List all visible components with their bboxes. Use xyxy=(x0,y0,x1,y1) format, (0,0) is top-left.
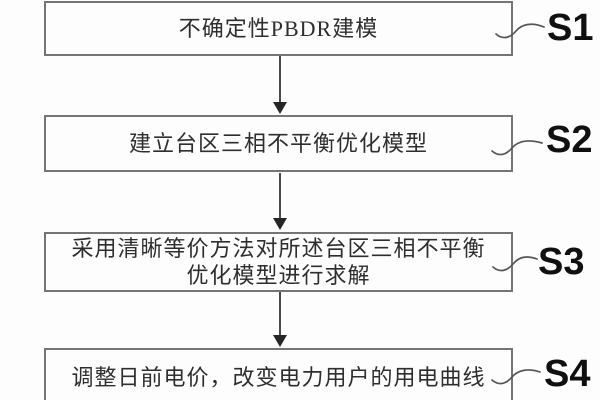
step-label-s4: S4 xyxy=(544,353,591,395)
arrow-step3-to-step4 xyxy=(272,292,288,347)
flowchart-box-step2: 建立台区三相不平衡优化模型 xyxy=(44,115,513,172)
arrow-head-icon xyxy=(273,218,287,230)
step-label-s3: S3 xyxy=(538,241,585,283)
arrow-step2-to-step3 xyxy=(272,173,288,230)
flowchart-box-step4: 调整日前电价，改变电力用户的用电曲线 xyxy=(44,348,513,400)
step-label-s1: S1 xyxy=(547,7,594,49)
arrow-shaft xyxy=(279,56,281,103)
flowchart-box-step3: 采用清晰等价方法对所述台区三相不平衡 优化模型进行求解 xyxy=(44,232,513,292)
step4-text: 调整日前电价，改变电力用户的用电曲线 xyxy=(71,364,486,390)
flowchart-box-step1: 不确定性PBDR建模 xyxy=(44,1,513,56)
step2-text: 建立台区三相不平衡优化模型 xyxy=(128,131,428,156)
arrow-head-icon xyxy=(273,335,287,347)
step3-text: 采用清晰等价方法对所述台区三相不平衡 优化模型进行求解 xyxy=(71,236,486,288)
step1-text: 不确定性PBDR建模 xyxy=(178,16,379,41)
arrow-shaft xyxy=(279,173,281,219)
arrow-shaft xyxy=(279,292,281,336)
step-label-s2: S2 xyxy=(546,119,593,161)
arrow-step1-to-step2 xyxy=(272,56,288,114)
arrow-head-icon xyxy=(273,102,287,114)
